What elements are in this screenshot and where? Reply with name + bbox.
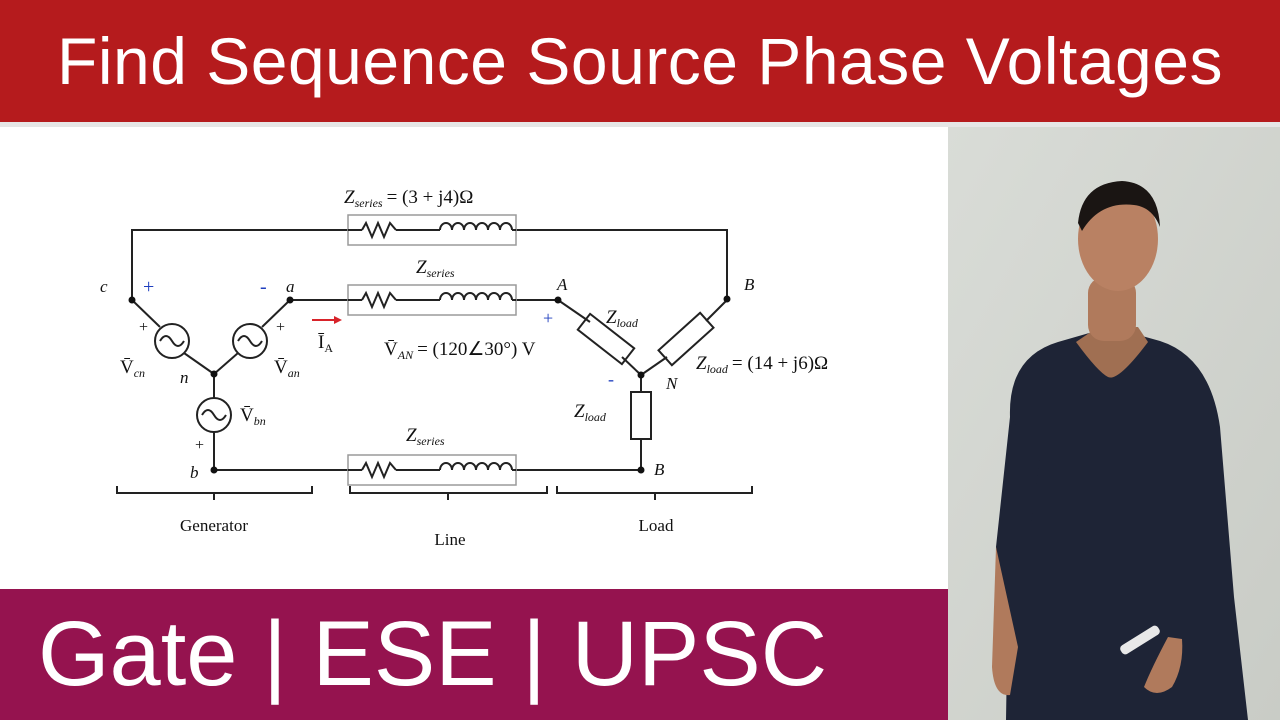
generator-wye [131,299,291,470]
polarity-plus-c: + [143,276,154,298]
z-load-2-label: Zload= (14 + j6)Ω [696,353,828,376]
presenter-figure [992,181,1248,720]
circuit-svg: Zseries= (3 + j4)Ω Zseries Zseries c a n… [100,187,828,549]
load-label: Load [639,516,674,535]
node-n-label: n [180,368,189,387]
v-AN-label: V̄AN= (120∠30°) V [384,339,536,362]
node-b-label: b [190,463,199,482]
series-impedance-bot [347,454,517,486]
circuit-diagram: Zseries= (3 + j4)Ω Zseries Zseries c a n… [0,127,948,589]
node-B-bot-label: B [654,460,665,479]
node-B-top-label: B [744,275,755,294]
i-a-label: ĪA [318,332,333,355]
polarity-plus-A: + [543,308,553,328]
title-divider [0,122,1280,127]
presenter-illustration [948,127,1280,720]
polarity-plus-an: + [276,319,285,336]
current-arrow [312,316,342,324]
node-dots [128,295,731,474]
z-series-top-label: Zseries= (3 + j4)Ω [344,187,473,210]
series-impedance-mid [347,284,517,316]
z-series-mid-label: Zseries [416,257,455,280]
polarity-minus-N: - [608,369,614,389]
polarity-minus-a: - [260,276,267,298]
polarity-plus-bn: + [195,437,204,454]
wire-top [131,229,348,299]
z-load-1-label: Zload [606,307,639,330]
v-cn-label: V̄cn [120,357,145,380]
footer-banner: Gate | ESE | UPSC [0,589,948,720]
generator-label: Generator [180,516,248,535]
section-brackets [116,486,753,500]
v-bn-label: V̄bn [240,405,266,428]
page-title: Find Sequence Source Phase Voltages [57,24,1223,98]
load-wye [557,299,728,470]
v-an-label: V̄an [274,357,300,380]
z-series-bot-label: Zseries [406,425,445,448]
node-c-label: c [100,277,108,296]
presenter-photo [948,127,1280,720]
node-N-label: N [665,374,679,393]
node-a-label: a [286,277,295,296]
node-A-label: A [556,275,568,294]
polarity-plus-cn: + [139,319,148,336]
z-load-3-label: Zload [574,401,607,424]
title-banner: Find Sequence Source Phase Voltages [0,0,1280,122]
wire-top-right [516,229,728,299]
series-impedance-top [347,214,517,246]
line-label: Line [434,530,465,549]
exam-tags: Gate | ESE | UPSC [38,603,828,705]
